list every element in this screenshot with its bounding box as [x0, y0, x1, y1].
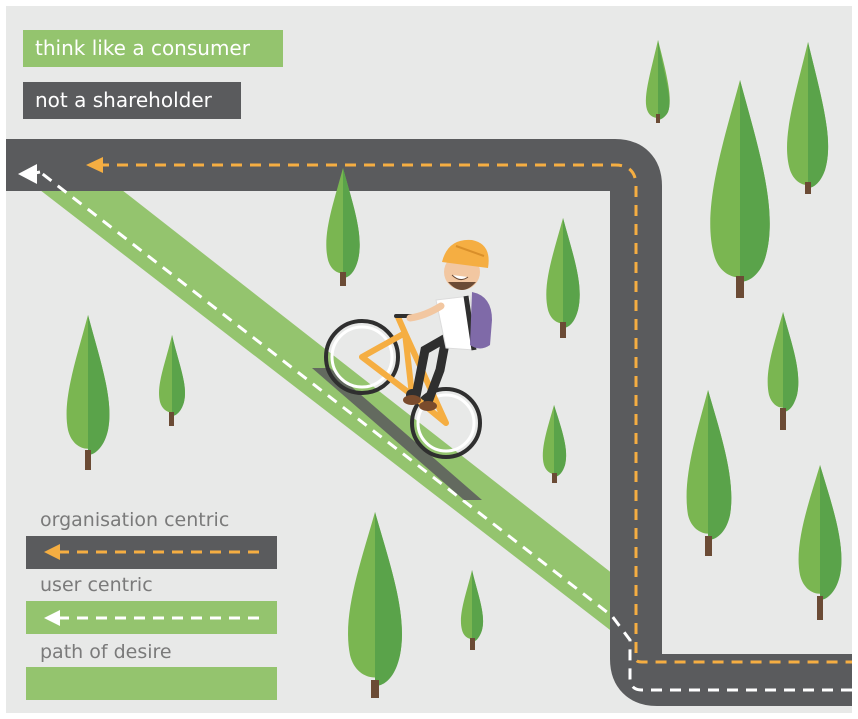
- tree-icon: [542, 405, 567, 483]
- legend-desire-swatch: [26, 667, 277, 700]
- tree-icon: [326, 168, 360, 286]
- legend-label-path-of-desire: path of desire: [40, 641, 172, 663]
- tag-think-like-consumer: think like a consumer: [23, 30, 283, 67]
- cyclist-shadow: [312, 368, 482, 500]
- cyclist-figure: [403, 239, 492, 411]
- legend-organisation-swatch: [26, 536, 277, 569]
- user-arrow-head-icon: [18, 164, 37, 184]
- tree-icon: [159, 335, 185, 426]
- tree-icon: [686, 390, 732, 556]
- legend-label-user-centric: user centric: [40, 574, 153, 596]
- tag-not-shareholder: not a shareholder: [23, 82, 241, 119]
- organisation-arrow-head-icon: [86, 157, 103, 173]
- organisation-route-dash: [98, 163, 852, 664]
- legend-user-arrow-icon: [44, 610, 60, 626]
- tree-icon: [645, 40, 670, 123]
- helmet-icon: [442, 239, 489, 268]
- backpack-icon: [470, 292, 492, 349]
- tree-icon: [710, 80, 770, 298]
- tree-icon: [767, 312, 799, 430]
- tree-icon: [348, 512, 402, 698]
- background-panel: [6, 6, 852, 713]
- tree-icon: [787, 42, 829, 194]
- tree-icon: [66, 315, 110, 470]
- path-of-desire-band: [40, 190, 636, 650]
- tree-icon: [460, 570, 484, 650]
- bicycle-icon: [324, 314, 482, 459]
- legend-organisation-arrow-icon: [44, 544, 60, 560]
- user-route-dash: [39, 170, 852, 692]
- legend-label-organisation-centric: organisation centric: [40, 509, 230, 531]
- tree-icon: [798, 465, 842, 620]
- legend-user-swatch: [26, 601, 277, 634]
- tree-icon: [546, 218, 580, 338]
